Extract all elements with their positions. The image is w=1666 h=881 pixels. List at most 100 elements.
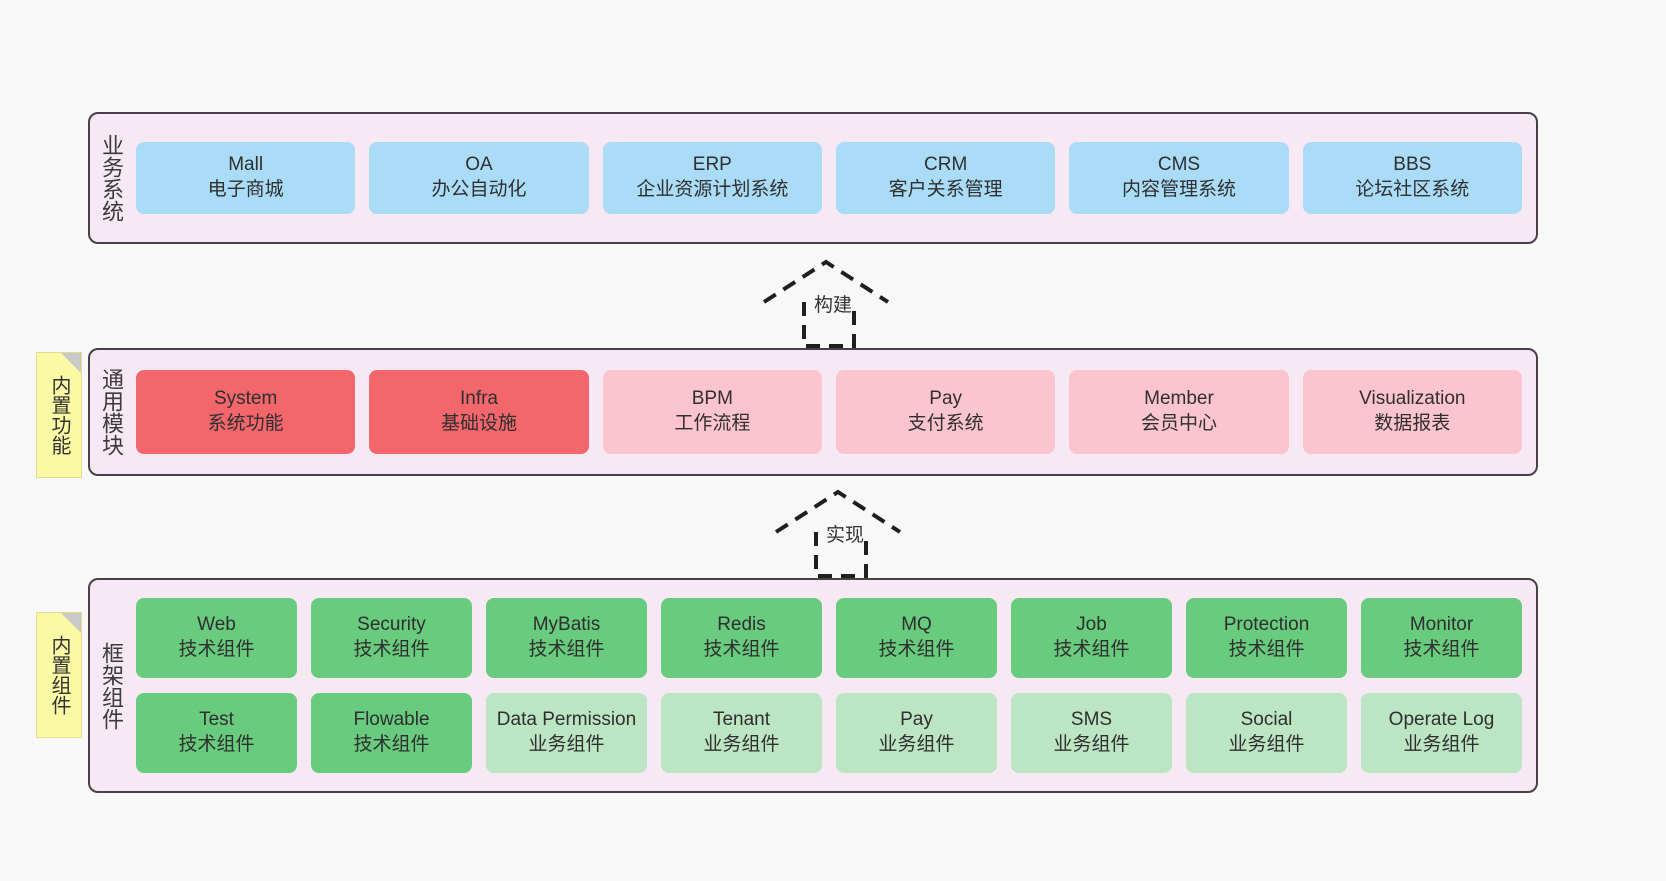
card-cms[interactable]: CMS 内容管理系统 bbox=[1069, 142, 1289, 214]
card-web[interactable]: Web 技术组件 bbox=[136, 598, 297, 678]
card-subtitle: 论坛社区系统 bbox=[1355, 179, 1470, 200]
sticky-note-label: 内置组件 bbox=[48, 635, 70, 715]
card-subtitle: 支付系统 bbox=[907, 413, 984, 434]
card-monitor[interactable]: Monitor 技术组件 bbox=[1361, 598, 1522, 678]
layer-framework-components[interactable]: 框架组件 Web 技术组件 Security 技术组件 MyBatis 技术组件… bbox=[88, 578, 1538, 793]
card-visualization[interactable]: Visualization 数据报表 bbox=[1302, 370, 1522, 454]
sticky-note-builtin-functions: 内置功能 bbox=[36, 352, 82, 478]
card-title: Mall bbox=[228, 154, 264, 176]
card-pay-component[interactable]: Pay 业务组件 bbox=[836, 693, 997, 773]
card-subtitle: 业务组件 bbox=[1228, 734, 1305, 755]
card-title: Member bbox=[1144, 388, 1214, 410]
card-bpm[interactable]: BPM 工作流程 bbox=[602, 370, 822, 454]
card-subtitle: 会员中心 bbox=[1140, 413, 1217, 434]
dashed-up-arrow-icon bbox=[774, 489, 902, 578]
card-title: CMS bbox=[1157, 154, 1201, 176]
layer-business-systems[interactable]: 业务系统 Mall 电子商城 OA 办公自动化 ERP 企业资源计划系统 CRM… bbox=[88, 112, 1538, 244]
card-mall[interactable]: Mall 电子商城 bbox=[136, 142, 356, 214]
card-subtitle: 工作流程 bbox=[674, 413, 751, 434]
layer-business-body: Mall 电子商城 OA 办公自动化 ERP 企业资源计划系统 CRM 客户关系… bbox=[132, 114, 1536, 242]
card-subtitle: 技术组件 bbox=[1228, 639, 1305, 660]
card-subtitle: 技术组件 bbox=[353, 639, 430, 660]
card-subtitle: 技术组件 bbox=[1053, 639, 1130, 660]
sticky-note-builtin-components: 内置组件 bbox=[36, 612, 82, 738]
card-subtitle: 业务组件 bbox=[703, 734, 780, 755]
card-subtitle: 技术组件 bbox=[703, 639, 780, 660]
card-subtitle: 客户关系管理 bbox=[888, 179, 1003, 200]
card-tenant[interactable]: Tenant 业务组件 bbox=[661, 693, 822, 773]
modules-card-row: System 系统功能 Infra 基础设施 BPM 工作流程 Pay 支付系统… bbox=[136, 370, 1522, 454]
card-subtitle: 系统功能 bbox=[207, 413, 284, 434]
card-title: ERP bbox=[692, 154, 732, 176]
card-bbs[interactable]: BBS 论坛社区系统 bbox=[1302, 142, 1522, 214]
card-title: MQ bbox=[901, 614, 932, 636]
card-mq[interactable]: MQ 技术组件 bbox=[836, 598, 997, 678]
card-title: Protection bbox=[1223, 614, 1310, 636]
layer-modules-label: 通用模块 bbox=[98, 368, 124, 456]
card-title: Web bbox=[197, 614, 236, 636]
card-title: Social bbox=[1240, 709, 1293, 731]
card-title: Redis bbox=[717, 614, 766, 636]
layer-framework-label: 框架组件 bbox=[98, 641, 124, 730]
card-protection[interactable]: Protection 技术组件 bbox=[1186, 598, 1347, 678]
card-oa[interactable]: OA 办公自动化 bbox=[369, 142, 589, 214]
card-erp[interactable]: ERP 企业资源计划系统 bbox=[602, 142, 822, 214]
layer-framework-body: Web 技术组件 Security 技术组件 MyBatis 技术组件 Redi… bbox=[132, 580, 1536, 791]
card-title: Operate Log bbox=[1388, 709, 1495, 731]
card-title: Test bbox=[199, 709, 234, 731]
card-data-permission[interactable]: Data Permission 业务组件 bbox=[486, 693, 647, 773]
card-title: Flowable bbox=[353, 709, 430, 731]
card-pay-module[interactable]: Pay 支付系统 bbox=[835, 370, 1056, 454]
business-card-row: Mall 电子商城 OA 办公自动化 ERP 企业资源计划系统 CRM 客户关系… bbox=[136, 142, 1522, 214]
card-title: MyBatis bbox=[532, 614, 601, 636]
card-title: BPM bbox=[691, 388, 733, 410]
card-title: Data Permission bbox=[496, 709, 637, 731]
framework-card-row-1: Web 技术组件 Security 技术组件 MyBatis 技术组件 Redi… bbox=[136, 598, 1522, 678]
connector-build: 构建 bbox=[736, 252, 936, 348]
card-infra[interactable]: Infra 基础设施 bbox=[369, 370, 589, 454]
card-flowable[interactable]: Flowable 技术组件 bbox=[311, 693, 472, 773]
card-mybatis[interactable]: MyBatis 技术组件 bbox=[486, 598, 647, 678]
card-system[interactable]: System 系统功能 bbox=[136, 370, 356, 454]
card-crm[interactable]: CRM 客户关系管理 bbox=[835, 142, 1056, 214]
card-title: System bbox=[213, 388, 278, 410]
card-subtitle: 内容管理系统 bbox=[1121, 179, 1236, 200]
dashed-up-arrow-icon bbox=[762, 259, 890, 348]
card-subtitle: 业务组件 bbox=[1053, 734, 1130, 755]
card-subtitle: 业务组件 bbox=[528, 734, 605, 755]
card-operate-log[interactable]: Operate Log 业务组件 bbox=[1361, 693, 1522, 773]
card-job[interactable]: Job 技术组件 bbox=[1011, 598, 1172, 678]
card-title: Tenant bbox=[712, 709, 771, 731]
card-subtitle: 技术组件 bbox=[1403, 639, 1480, 660]
card-redis[interactable]: Redis 技术组件 bbox=[661, 598, 822, 678]
card-title: Infra bbox=[459, 388, 498, 410]
card-subtitle: 基础设施 bbox=[440, 413, 517, 434]
card-subtitle: 企业资源计划系统 bbox=[636, 179, 789, 200]
card-subtitle: 业务组件 bbox=[1403, 734, 1480, 755]
card-sms[interactable]: SMS 业务组件 bbox=[1011, 693, 1172, 773]
card-subtitle: 技术组件 bbox=[178, 734, 255, 755]
framework-card-row-2: Test 技术组件 Flowable 技术组件 Data Permission … bbox=[136, 693, 1522, 773]
card-title: Job bbox=[1076, 614, 1107, 636]
layer-common-modules[interactable]: 通用模块 System 系统功能 Infra 基础设施 BPM 工作流程 Pay… bbox=[88, 348, 1538, 476]
card-subtitle: 电子商城 bbox=[207, 179, 284, 200]
card-title: Pay bbox=[900, 709, 933, 731]
connector-build-label: 构建 bbox=[814, 295, 853, 316]
card-test[interactable]: Test 技术组件 bbox=[136, 693, 297, 773]
layer-business-label: 业务系统 bbox=[98, 134, 124, 222]
card-title: CRM bbox=[924, 154, 968, 176]
card-title: BBS bbox=[1393, 154, 1432, 176]
card-member[interactable]: Member 会员中心 bbox=[1069, 370, 1289, 454]
card-title: SMS bbox=[1070, 709, 1113, 731]
card-title: Visualization bbox=[1359, 388, 1466, 410]
card-subtitle: 数据报表 bbox=[1374, 413, 1451, 434]
card-security[interactable]: Security 技术组件 bbox=[311, 598, 472, 678]
card-subtitle: 办公自动化 bbox=[431, 179, 527, 200]
card-title: Monitor bbox=[1409, 614, 1474, 636]
card-title: Security bbox=[357, 614, 426, 636]
card-social[interactable]: Social 业务组件 bbox=[1186, 693, 1347, 773]
card-subtitle: 技术组件 bbox=[178, 639, 255, 660]
card-subtitle: 业务组件 bbox=[878, 734, 955, 755]
card-subtitle: 技术组件 bbox=[353, 734, 430, 755]
